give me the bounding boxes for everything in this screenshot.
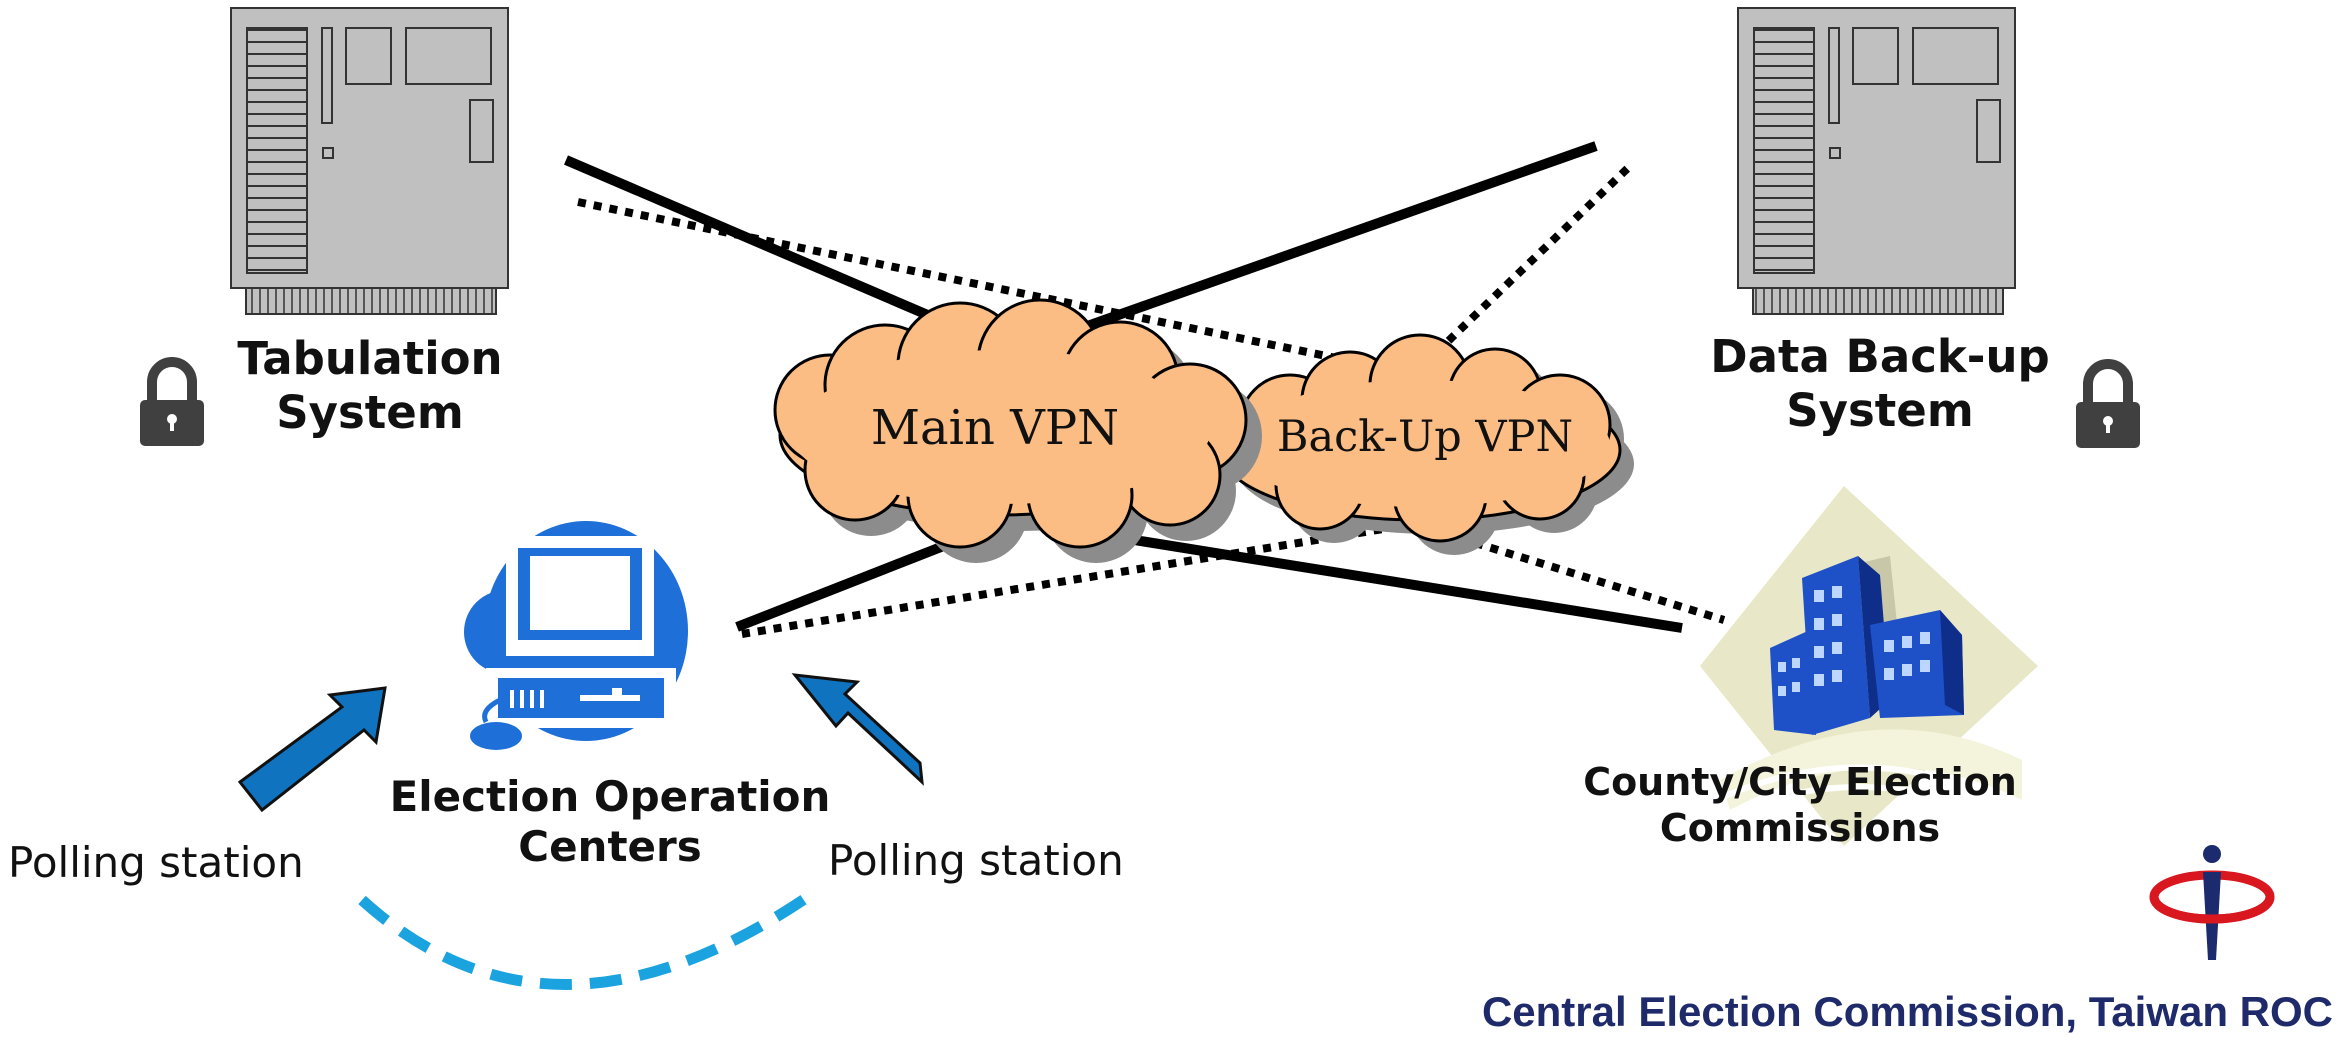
main-vpn-label: Main VPN xyxy=(870,400,1120,456)
eoc-label-line1: Election Operation xyxy=(389,772,831,821)
tabulation-label-line1: Tabulation xyxy=(237,332,503,385)
computer-icon xyxy=(464,521,688,750)
eoc-label-line2: Centers xyxy=(518,822,702,872)
polling-station-right-label: Polling station xyxy=(828,836,1124,885)
eoc-label: Election Operation Centers xyxy=(370,772,850,873)
backup-server-icon xyxy=(1737,7,2016,315)
backup-lock-icon xyxy=(2076,359,2140,448)
line-backup-main-vpn xyxy=(1012,141,1598,357)
tabulation-label: Tabulation System xyxy=(200,332,540,440)
polling-connection-arc xyxy=(358,893,810,990)
line-eoc-backup-vpn xyxy=(741,520,1415,638)
right-polling-arrow-icon xyxy=(791,673,924,786)
main-vpn-cloud xyxy=(773,298,1262,563)
tabulation-lock-icon xyxy=(140,357,204,446)
backup-vpn-label: Back-Up VPN xyxy=(1276,412,1574,462)
line-backup-system-backup-vpn xyxy=(1411,163,1633,377)
line-tabulation-backup-vpn xyxy=(577,198,1415,378)
county-label-line2: Commissions xyxy=(1659,805,1941,850)
backup-vpn-cloud xyxy=(1218,333,1634,555)
backup-system-label-line1: Data Back-up xyxy=(1710,330,2050,383)
tabulation-label-line2: System xyxy=(276,386,464,439)
tabulation-server-icon xyxy=(230,7,509,315)
left-polling-arrow-icon xyxy=(237,686,387,813)
county-label: County/City Election Commissions xyxy=(1570,760,2030,851)
building-icon xyxy=(1700,486,2038,846)
county-label-line1: County/City Election xyxy=(1583,760,2017,804)
polling-station-left-label: Polling station xyxy=(8,838,304,887)
footer-caption: Central Election Commission, Taiwan ROC xyxy=(1481,988,2333,1035)
cec-logo xyxy=(2149,845,2275,960)
backup-system-label-line2: System xyxy=(1786,384,1974,437)
backup-system-label: Data Back-up System xyxy=(1690,330,2070,438)
